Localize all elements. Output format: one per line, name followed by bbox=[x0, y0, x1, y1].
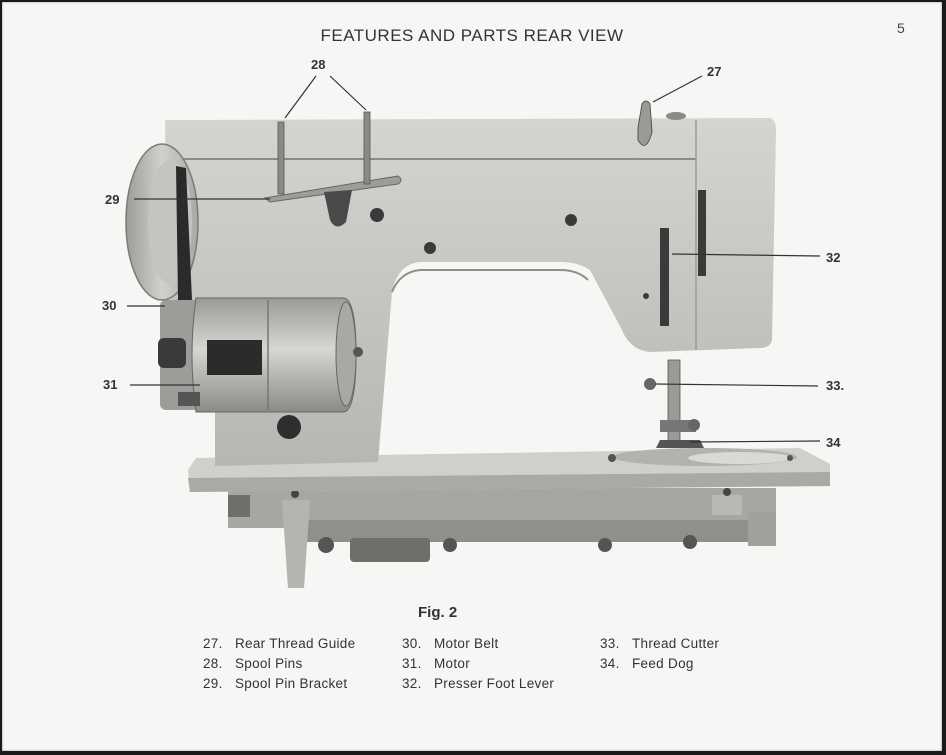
needle-bar-area bbox=[644, 360, 704, 448]
callout-32: 32 bbox=[826, 250, 840, 265]
legend-item: 27.Rear Thread Guide bbox=[203, 634, 355, 654]
machine-base bbox=[228, 488, 776, 588]
callout-29: 29 bbox=[105, 192, 119, 207]
figure-caption: Fig. 2 bbox=[418, 604, 457, 621]
legend-item: 29.Spool Pin Bracket bbox=[203, 674, 355, 694]
callout-27: 27 bbox=[707, 64, 721, 79]
legend-item: 32.Presser Foot Lever bbox=[402, 674, 554, 694]
legend-item: 28.Spool Pins bbox=[203, 654, 355, 674]
callout-33: 33. bbox=[826, 378, 844, 393]
machine-arm bbox=[165, 118, 776, 466]
motor bbox=[158, 298, 363, 412]
legend-column-1: 27.Rear Thread Guide 28.Spool Pins 29.Sp… bbox=[203, 634, 355, 694]
legend-item: 34.Feed Dog bbox=[600, 654, 719, 674]
legend-column-2: 30.Motor Belt 31.Motor 32.Presser Foot L… bbox=[402, 634, 554, 694]
legend-item: 33.Thread Cutter bbox=[600, 634, 719, 654]
callout-34: 34 bbox=[826, 435, 840, 450]
legend-item: 31.Motor bbox=[402, 654, 554, 674]
legend-column-3: 33.Thread Cutter 34.Feed Dog bbox=[600, 634, 719, 674]
legend-item: 30.Motor Belt bbox=[402, 634, 554, 654]
callout-30: 30 bbox=[102, 298, 116, 313]
callout-28: 28 bbox=[311, 57, 325, 72]
callout-31: 31 bbox=[103, 377, 117, 392]
